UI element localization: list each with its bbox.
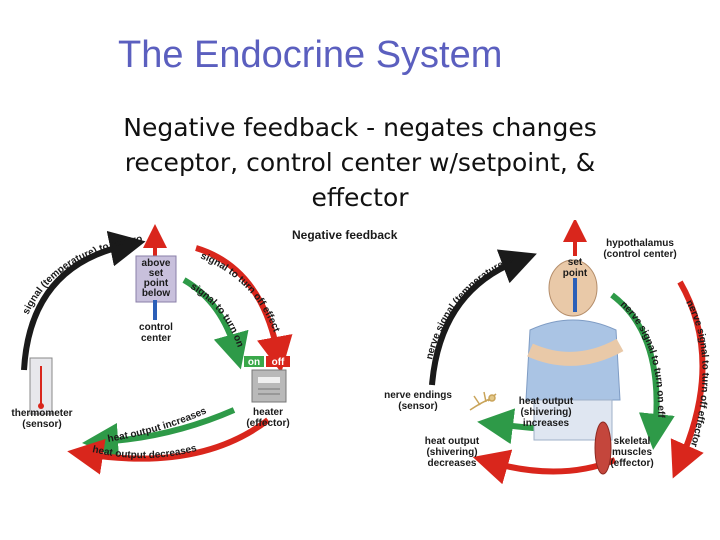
skeletal-muscles-label: (effector) <box>610 458 653 469</box>
heat-output-decreases-label: heat output <box>425 436 480 447</box>
heat-output-decreases-label: (shivering) <box>426 447 477 458</box>
heat-output-increases-label: (shivering) <box>520 407 571 418</box>
skeletal-muscles-label: muscles <box>612 447 652 458</box>
heat-output-decreases-label: decreases <box>428 458 477 469</box>
heater-label: (effector) <box>246 418 289 429</box>
set-point-label: set <box>568 257 583 268</box>
nerve-endings-label: nerve endings <box>384 390 452 401</box>
switch-off-label: off <box>272 357 285 368</box>
slide-subtitle: Negative feedback - negates changes rece… <box>0 110 720 215</box>
hypothalamus-label: hypothalamus <box>606 238 674 249</box>
switch-on-label: on <box>248 357 260 368</box>
thermometer-label: thermometer <box>11 408 72 419</box>
slide-title: The Endocrine System <box>118 34 502 77</box>
subtitle-line: Negative feedback - negates changes <box>0 110 720 145</box>
control-center-label: control <box>139 322 173 333</box>
hypothalamus-label: (control center) <box>603 249 676 260</box>
heater-label: heater <box>253 407 283 418</box>
skeletal-muscles-label: skeletal <box>614 436 651 447</box>
skeletal-muscle-icon <box>595 422 611 474</box>
heat-output-increases-label: increases <box>523 418 570 429</box>
control-center-label: center <box>141 333 171 344</box>
heat-output-increases-label: heat output <box>519 396 574 407</box>
setpoint-label: below <box>142 288 171 299</box>
nerve-endings-icon <box>470 392 496 410</box>
set-point-label: point <box>563 268 588 279</box>
subtitle-line: receptor, control center w/setpoint, & <box>0 145 720 180</box>
thermometer-icon <box>30 358 52 414</box>
nerve-turn-off-label: nerve signal to turn off effector <box>683 298 710 448</box>
nerve-endings-label: (sensor) <box>398 401 437 412</box>
thermometer-label: (sensor) <box>22 419 61 430</box>
subtitle-line: effector <box>0 180 720 215</box>
negative-feedback-diagram: Negative feedback signal (temperature) t… <box>0 220 720 485</box>
signal-to-control-label: signal (temperature) to control center <box>0 220 143 316</box>
heater-icon <box>252 370 286 402</box>
diagram-heading: Negative feedback <box>292 228 398 242</box>
